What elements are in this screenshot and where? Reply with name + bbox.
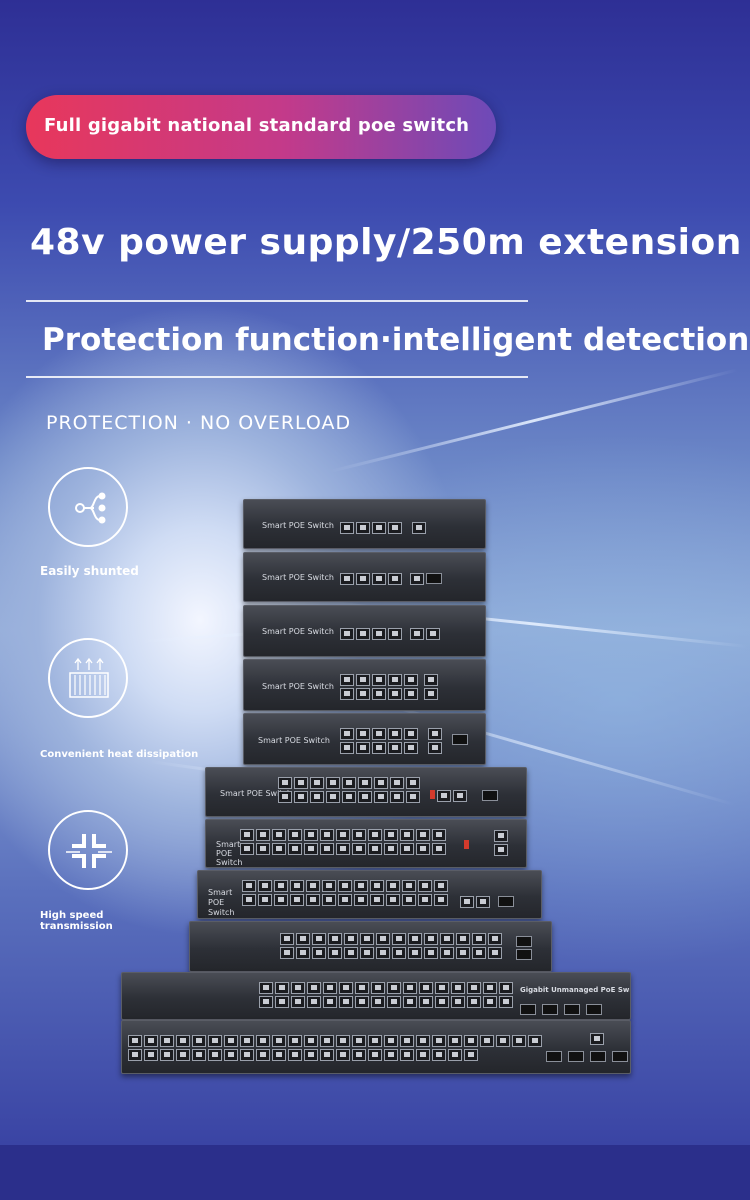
switch-11-port: Smart POE Switch	[243, 713, 486, 765]
switch-6-port-b: Smart POE Switch	[243, 605, 486, 657]
feature-label: Convenient heat dissipation	[40, 749, 199, 760]
transmission-icon	[48, 810, 128, 890]
switch-5-port: Smart POE Switch	[243, 499, 486, 549]
switch-label: Smart POE Switch	[262, 682, 334, 691]
switch-48-port-unmanaged: Gigabit Unmanaged PoE Switch	[121, 972, 631, 1020]
switch-label: Smart POE Switch	[208, 888, 235, 917]
feature-transmission: High speed transmission	[40, 810, 210, 932]
switch-label: Smart POE Switch	[262, 573, 334, 582]
feature-shunt: Easily shunted	[40, 467, 210, 578]
subheadline: Protection function·intelligent detectio…	[42, 322, 750, 358]
title-banner: Full gigabit national standard poe switc…	[26, 95, 496, 159]
feature-label: High speed transmission	[40, 910, 113, 932]
switch-label: Smart POE Switch	[262, 521, 334, 530]
divider-bottom	[26, 376, 528, 378]
banner-label: Full gigabit national standard poe switc…	[44, 115, 470, 136]
feature-label: Easily shunted	[40, 564, 139, 578]
switch-16-port: Smart POE Switch	[205, 767, 527, 817]
switch-26-port	[189, 921, 552, 972]
switch-label: Gigabit Unmanaged PoE Switch	[520, 986, 631, 994]
switch-24-port: Smart POE Switch	[205, 819, 527, 868]
divider-top	[26, 300, 528, 302]
switch-10-port: Smart POE Switch	[243, 659, 486, 711]
switch-label: Smart POE Switch	[216, 840, 243, 867]
branch-split-icon	[48, 467, 128, 547]
feature-heat: Convenient heat dissipation	[40, 638, 210, 761]
switch-48-port	[121, 1020, 631, 1074]
switch-6-port: Smart POE Switch	[243, 552, 486, 602]
bottom-bar	[0, 1145, 750, 1200]
headline: 48v power supply/250m extension	[30, 222, 742, 263]
tagline: PROTECTION · NO OVERLOAD	[46, 412, 352, 434]
switch-24-port-b: Smart POE Switch	[197, 870, 542, 919]
switch-label: Smart POE Switch	[258, 736, 330, 745]
heat-vent-icon	[48, 638, 128, 718]
switch-label: Smart POE Switch	[220, 789, 292, 798]
switch-label: Smart POE Switch	[262, 627, 334, 636]
